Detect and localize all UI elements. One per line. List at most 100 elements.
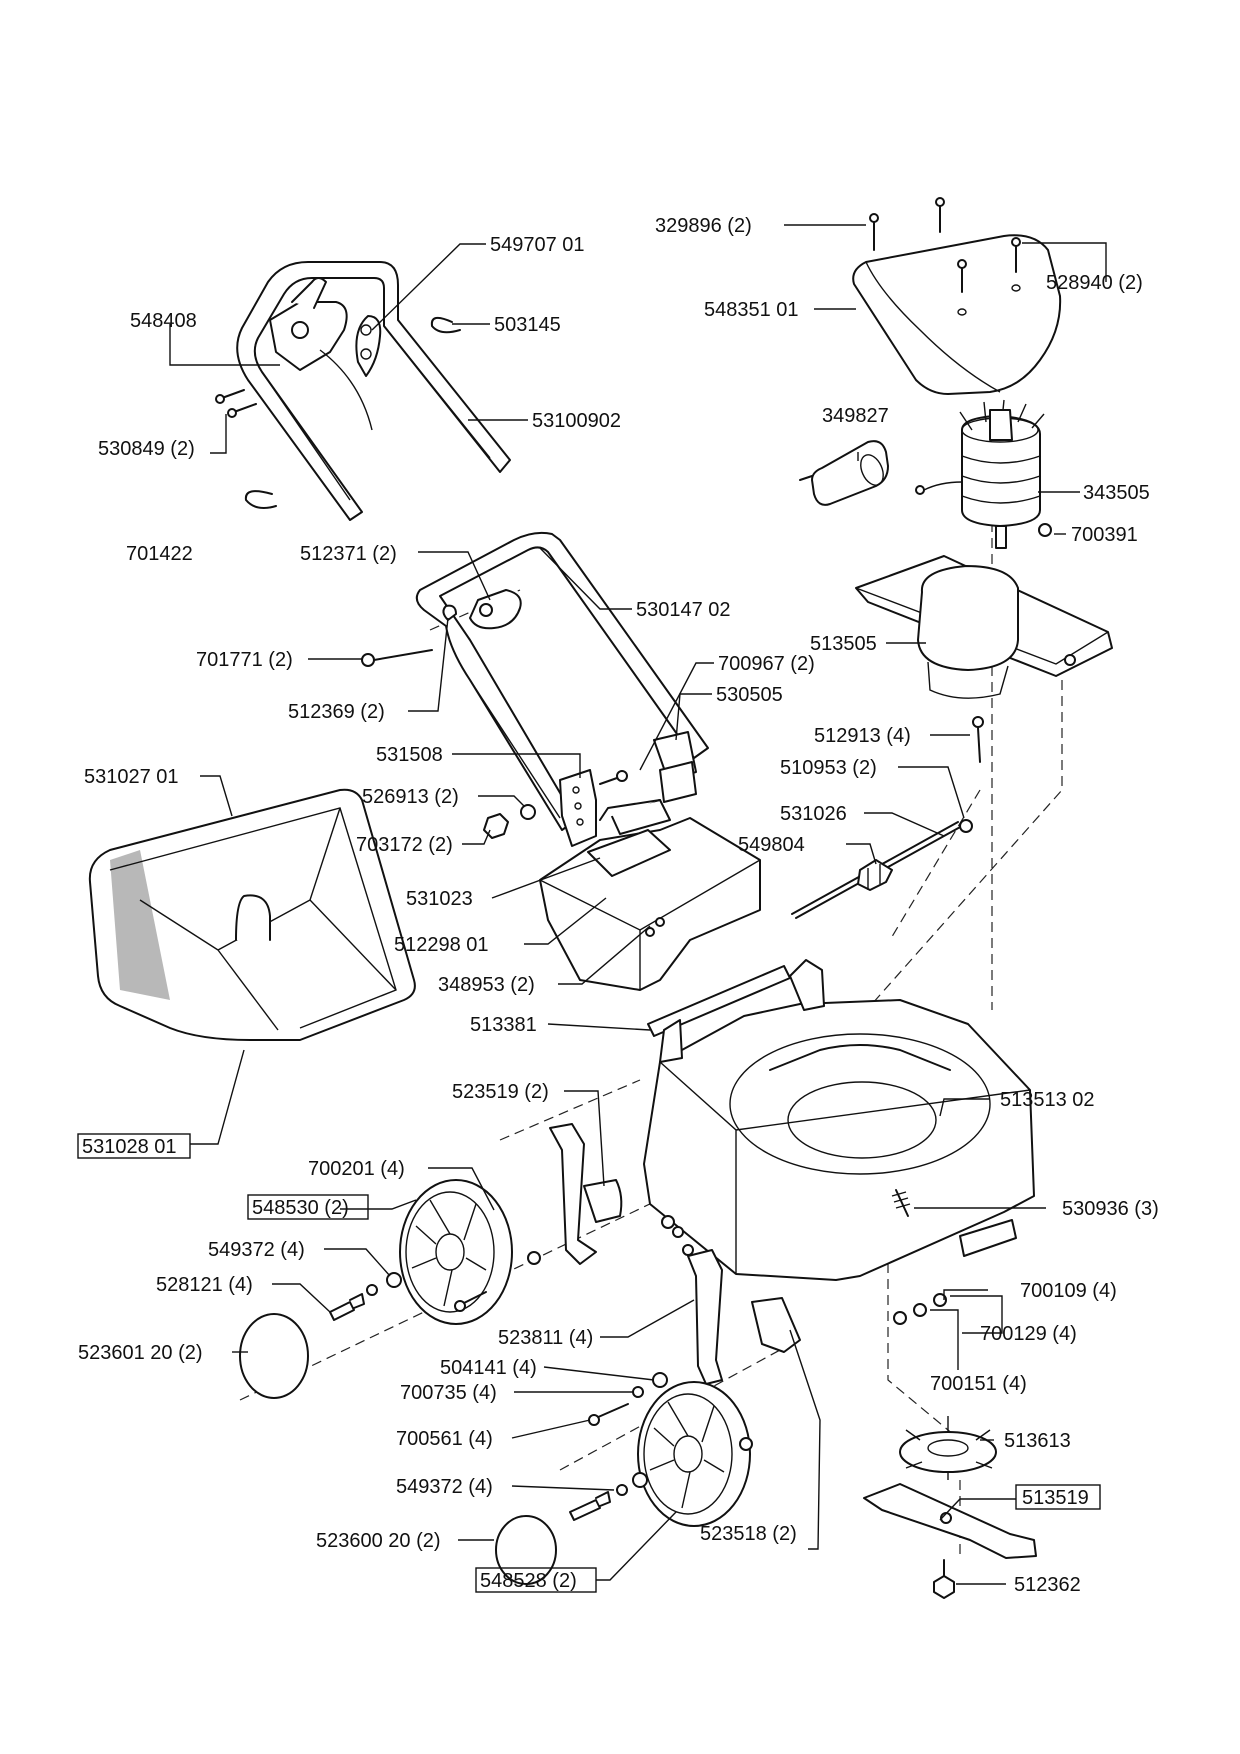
handle-bracket-531508 bbox=[559, 769, 597, 847]
label-548351: 548351 01 bbox=[704, 299, 799, 321]
label-512371: 512371 (2) bbox=[300, 543, 397, 565]
washer-526913 bbox=[520, 804, 536, 820]
label-513381: 513381 bbox=[470, 1014, 537, 1036]
knob bbox=[469, 589, 522, 630]
hub-cap-front bbox=[495, 1515, 557, 1585]
label-523518: 523518 (2) bbox=[700, 1523, 797, 1545]
switch-box bbox=[269, 277, 373, 431]
bolt-front-wheel bbox=[569, 1491, 611, 1521]
label-531028: 531028 01 bbox=[82, 1136, 177, 1158]
motor-mount-plate bbox=[855, 555, 1113, 699]
upper-handle bbox=[236, 261, 511, 521]
label-528121: 528121 (4) bbox=[156, 1274, 253, 1296]
label-549372a: 549372 (4) bbox=[208, 1239, 305, 1261]
label-348953: 348953 (2) bbox=[438, 974, 535, 996]
label-549372b: 549372 (4) bbox=[396, 1476, 493, 1498]
label-329896: 329896 (2) bbox=[655, 215, 752, 237]
label-548528: 548528 (2) bbox=[480, 1570, 577, 1592]
label-700391: 700391 bbox=[1071, 524, 1138, 546]
label-530147: 530147 02 bbox=[636, 599, 731, 621]
label-700151: 700151 (4) bbox=[930, 1373, 1027, 1395]
label-700561: 700561 (4) bbox=[396, 1428, 493, 1450]
label-510953: 510953 (2) bbox=[780, 757, 877, 779]
bolt-528121 bbox=[329, 1293, 365, 1321]
frame-513519 bbox=[1015, 1484, 1101, 1510]
label-528940: 528940 (2) bbox=[1046, 272, 1143, 294]
label-548530: 548530 (2) bbox=[252, 1197, 349, 1219]
clip-701422 bbox=[244, 490, 277, 509]
frame-548528 bbox=[475, 1567, 597, 1593]
label-523519: 523519 (2) bbox=[452, 1081, 549, 1103]
screws-512913 bbox=[972, 716, 984, 763]
frame-548530 bbox=[247, 1194, 369, 1220]
label-343505: 343505 bbox=[1083, 482, 1150, 504]
label-703172: 703172 (2) bbox=[356, 834, 453, 856]
label-523601: 523601 20 (2) bbox=[78, 1342, 203, 1364]
motor bbox=[915, 399, 1045, 549]
label-512913: 512913 (4) bbox=[814, 725, 911, 747]
label-700201: 700201 (4) bbox=[308, 1158, 405, 1180]
label-530936: 530936 (3) bbox=[1062, 1198, 1159, 1220]
label-700129: 700129 (4) bbox=[980, 1323, 1077, 1345]
washer-549372a2 bbox=[366, 1284, 378, 1296]
washer-549372b2 bbox=[616, 1484, 628, 1496]
label-503145: 503145 bbox=[494, 314, 561, 336]
label-531026: 531026 bbox=[780, 803, 847, 825]
washer-549372a bbox=[386, 1272, 402, 1288]
label-701771: 701771 (2) bbox=[196, 649, 293, 671]
label-53100902: 53100902 bbox=[532, 410, 621, 432]
label-700109: 700109 (4) bbox=[1020, 1280, 1117, 1302]
cable-hook bbox=[355, 315, 382, 377]
motor-cover bbox=[852, 234, 1062, 395]
part-labels: 329896 (2) 528940 (2) 548351 01 549707 0… bbox=[78, 215, 1159, 1596]
label-548408: 548408 bbox=[130, 310, 197, 332]
label-523600: 523600 20 (2) bbox=[316, 1530, 441, 1552]
blade bbox=[863, 1483, 1037, 1559]
bolt-700561 bbox=[588, 1403, 629, 1426]
front-wheel bbox=[637, 1381, 751, 1527]
rear-wheel bbox=[399, 1179, 513, 1325]
screws-530936 bbox=[891, 1189, 911, 1217]
screws-348953 bbox=[645, 917, 665, 937]
screws-530849 bbox=[215, 389, 257, 418]
washer-512369 bbox=[442, 604, 457, 621]
washer-549372b bbox=[632, 1472, 648, 1488]
label-513513: 513513 02 bbox=[1000, 1089, 1095, 1111]
label-530505: 530505 bbox=[716, 684, 783, 706]
hub-cap-rear bbox=[239, 1313, 309, 1399]
label-513505: 513505 bbox=[810, 633, 877, 655]
lower-handle bbox=[415, 531, 709, 831]
height-lever-rear bbox=[549, 1123, 623, 1265]
label-700967: 700967 (2) bbox=[718, 653, 815, 675]
rear-wheel-bolt bbox=[454, 1291, 487, 1312]
washer-front-right bbox=[739, 1437, 753, 1451]
label-513613: 513613 bbox=[1004, 1430, 1071, 1452]
label-700735: 700735 (4) bbox=[400, 1382, 497, 1404]
frame-531028 bbox=[77, 1133, 191, 1159]
label-513519: 513519 bbox=[1022, 1487, 1089, 1509]
label-549804: 549804 bbox=[738, 834, 805, 856]
height-plate-523518 bbox=[751, 1297, 801, 1353]
mower-deck bbox=[643, 959, 1035, 1281]
label-549707: 549707 01 bbox=[490, 234, 585, 256]
capacitor bbox=[799, 440, 889, 506]
label-526913: 526913 (2) bbox=[362, 786, 459, 808]
axle bbox=[791, 819, 973, 919]
label-512369: 512369 (2) bbox=[288, 701, 385, 723]
clip-503145 bbox=[430, 316, 461, 334]
label-701422: 701422 bbox=[126, 543, 193, 565]
cover-screws bbox=[869, 197, 1021, 293]
washer-700735 bbox=[632, 1386, 644, 1398]
leader-lines bbox=[169, 224, 1107, 1585]
fan bbox=[899, 1416, 997, 1480]
label-512362: 512362 bbox=[1014, 1574, 1081, 1596]
grass-catcher bbox=[88, 788, 416, 1041]
washer-504141 bbox=[652, 1372, 668, 1388]
nut-703172 bbox=[483, 813, 509, 839]
label-523811: 523811 (4) bbox=[498, 1327, 593, 1349]
label-530849: 530849 (2) bbox=[98, 438, 195, 460]
rear-flap bbox=[539, 799, 761, 991]
label-349827: 349827 bbox=[822, 405, 889, 427]
label-512298: 512298 01 bbox=[394, 934, 489, 956]
handle-bracket-530505 bbox=[653, 731, 697, 803]
